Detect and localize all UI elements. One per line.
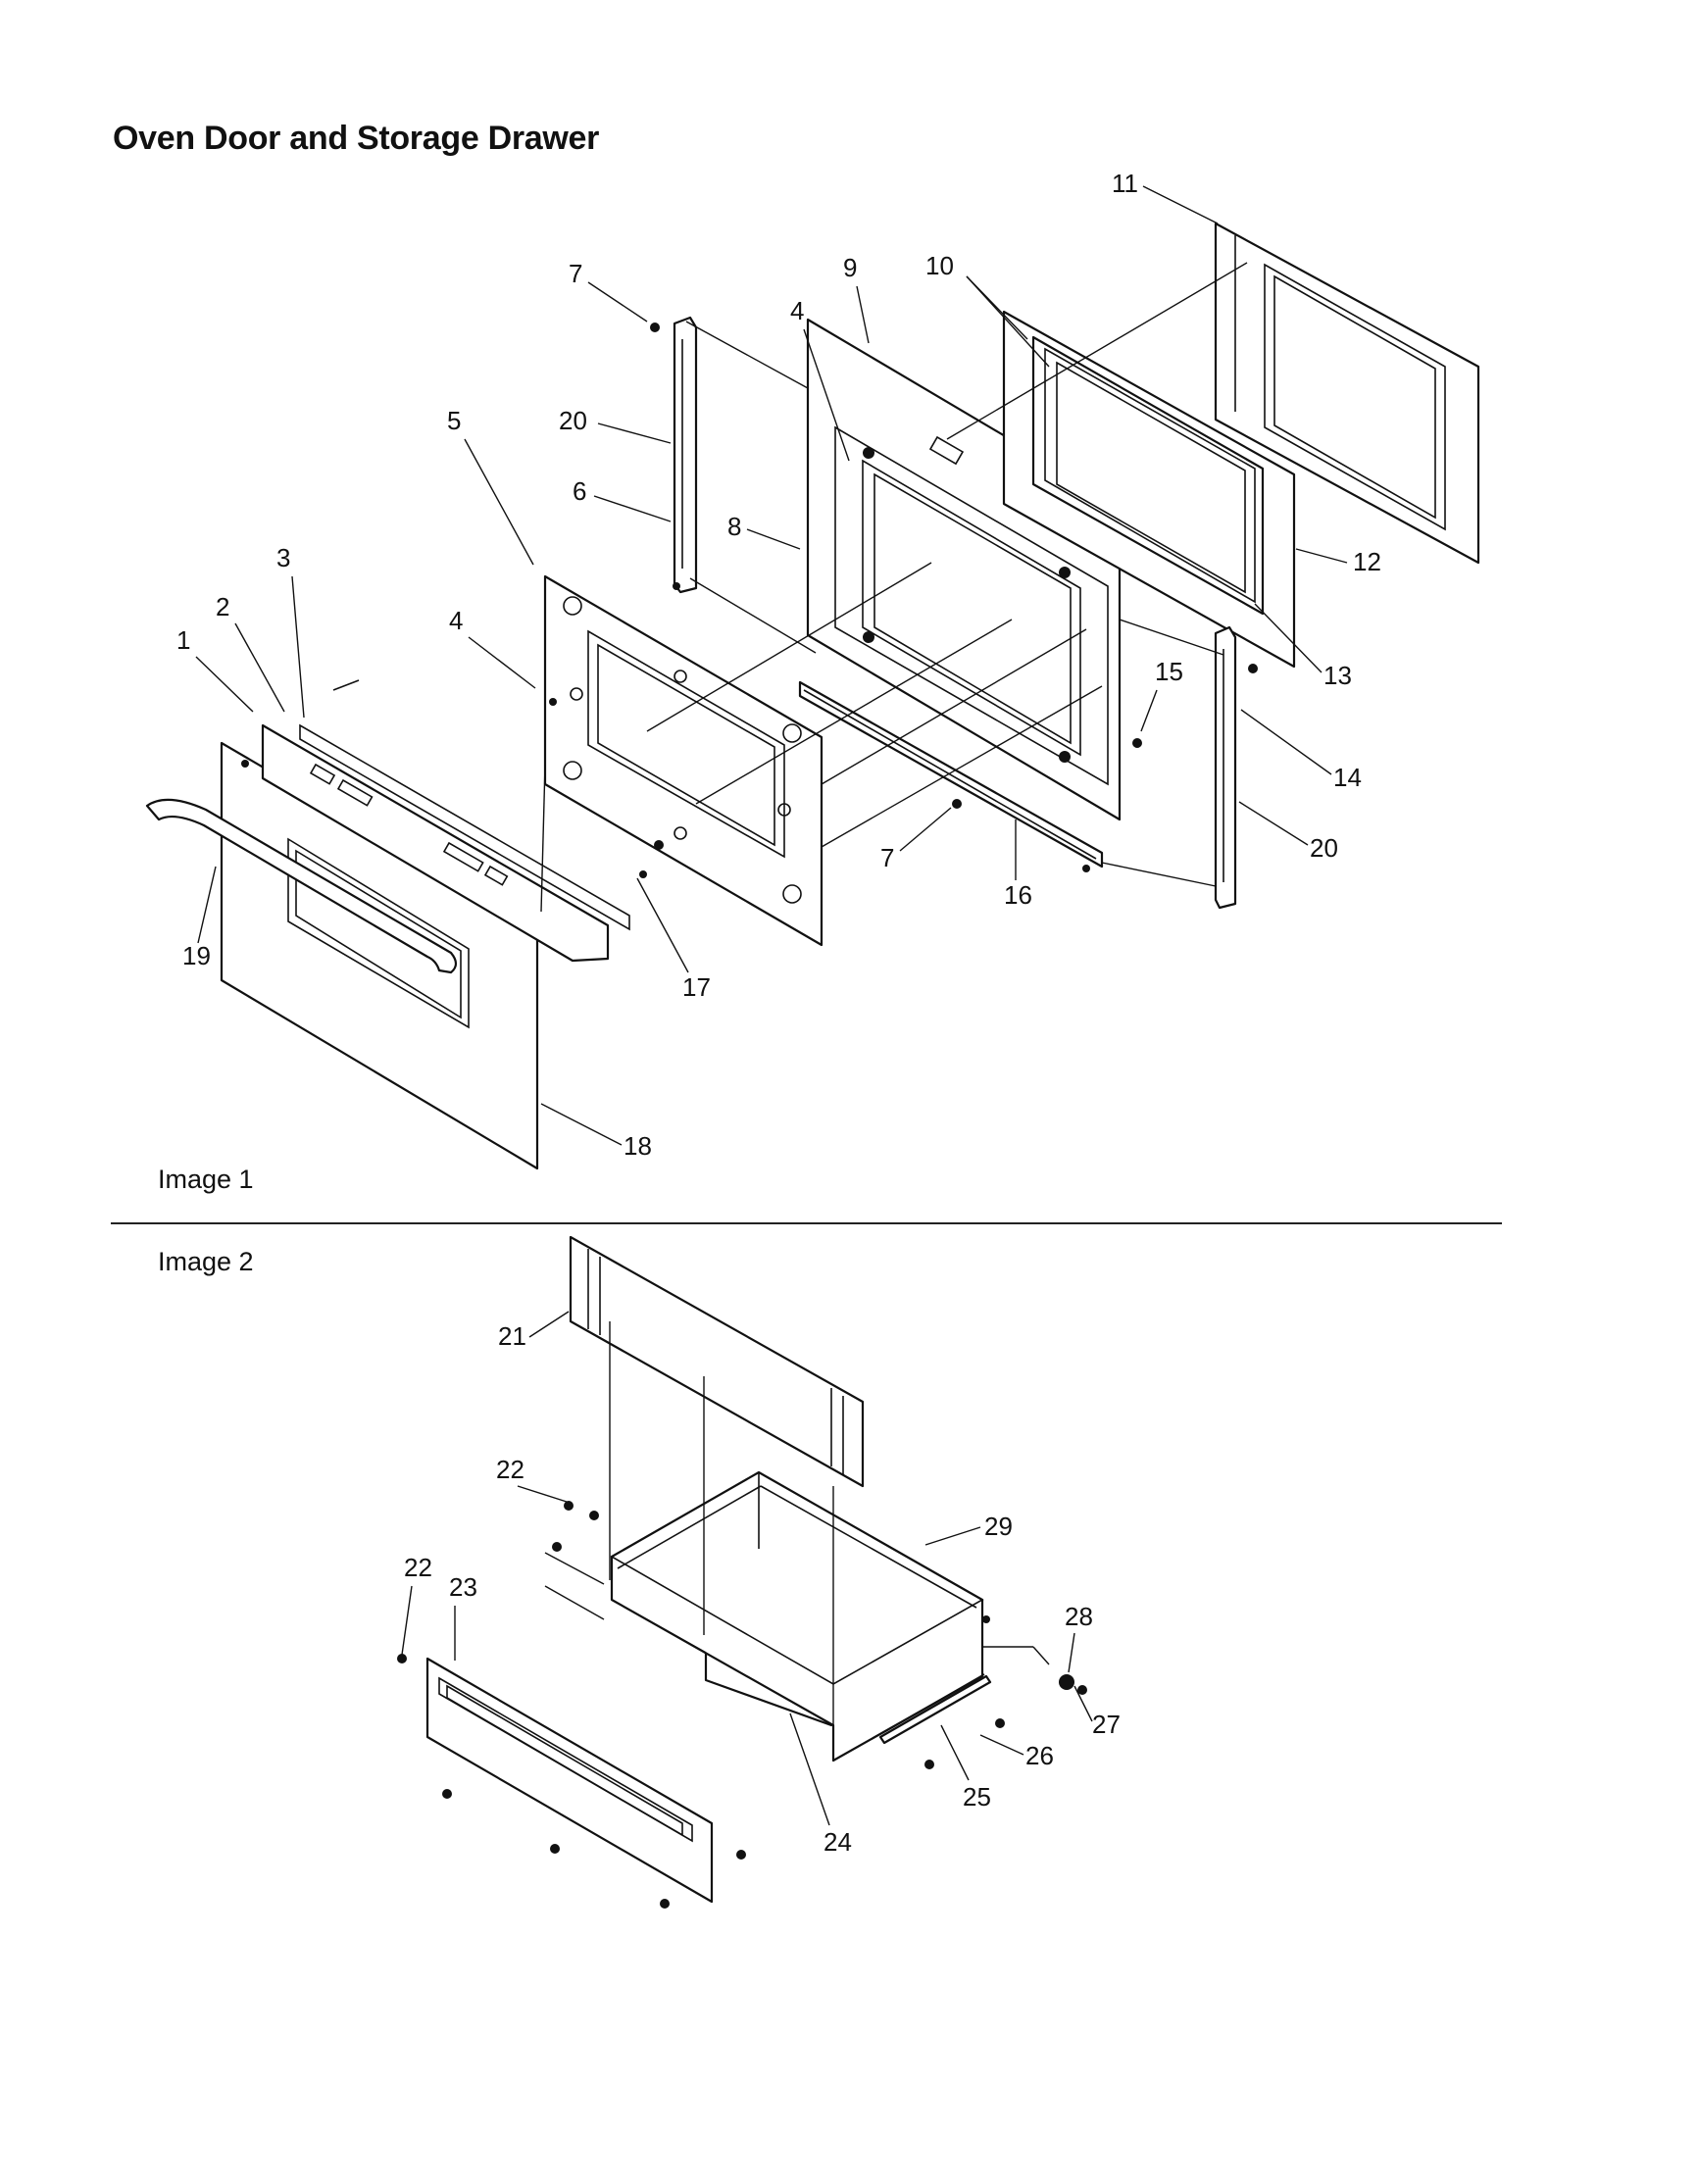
- svg-text:5: 5: [447, 406, 461, 435]
- svg-text:13: 13: [1323, 661, 1352, 690]
- svg-text:8: 8: [727, 512, 741, 541]
- svg-text:3: 3: [276, 543, 290, 572]
- drawer-front: [425, 1657, 714, 1904]
- callout-16: 16: [1004, 819, 1032, 910]
- callout-8: 8: [727, 512, 801, 550]
- callout-20-right: 20: [1238, 801, 1338, 863]
- callout-21: 21: [498, 1311, 570, 1351]
- callout-14: 14: [1240, 709, 1362, 792]
- right-hinge-bracket: [1214, 625, 1237, 910]
- svg-text:2: 2: [216, 592, 229, 621]
- callout-3: 3: [276, 543, 305, 719]
- svg-text:20: 20: [559, 406, 587, 435]
- svg-text:10: 10: [925, 251, 954, 280]
- svg-text:28: 28: [1065, 1602, 1093, 1631]
- callout-5: 5: [447, 406, 534, 566]
- callout-1: 1: [176, 625, 254, 713]
- svg-text:27: 27: [1092, 1710, 1121, 1739]
- svg-text:20: 20: [1310, 833, 1338, 863]
- svg-text:22: 22: [496, 1455, 524, 1484]
- callout-7-bottom: 7: [880, 807, 952, 872]
- svg-text:23: 23: [449, 1572, 477, 1602]
- drawer-screws: [397, 1501, 1087, 1909]
- callout-29: 29: [924, 1512, 1013, 1546]
- callout-22-left: 22: [401, 1553, 432, 1656]
- callout-4-right: 4: [790, 296, 850, 462]
- callout-13: 13: [1254, 603, 1352, 690]
- svg-text:21: 21: [498, 1321, 526, 1351]
- callout-7-top: 7: [569, 259, 648, 323]
- svg-text:16: 16: [1004, 880, 1032, 910]
- callout-2: 2: [216, 592, 285, 713]
- drawer-guide-lines: [544, 1321, 1050, 1725]
- assembly-guide-lines: [540, 262, 1248, 913]
- callout-20-left: 20: [559, 406, 672, 444]
- svg-text:19: 19: [182, 941, 211, 970]
- window-glass-pack: [1002, 310, 1296, 669]
- svg-text:14: 14: [1333, 763, 1362, 792]
- svg-text:1: 1: [176, 625, 190, 655]
- svg-text:4: 4: [790, 296, 804, 325]
- vent-trim: [261, 679, 630, 963]
- rear-door-liner: [1214, 222, 1480, 565]
- callout-27: 27: [1073, 1685, 1121, 1739]
- callout-9: 9: [843, 253, 870, 344]
- svg-text:4: 4: [449, 606, 463, 635]
- svg-text:29: 29: [984, 1512, 1013, 1541]
- door-handle: [145, 798, 458, 974]
- callout-4-left: 4: [449, 606, 536, 689]
- svg-text:11: 11: [1112, 169, 1138, 198]
- callout-10: 10: [925, 251, 1050, 368]
- svg-text:17: 17: [682, 972, 711, 1002]
- svg-text:12: 12: [1353, 547, 1381, 576]
- image-1-label: Image 1: [158, 1165, 254, 1194]
- svg-text:24: 24: [824, 1827, 852, 1857]
- svg-text:25: 25: [963, 1782, 991, 1812]
- section-divider: [111, 1222, 1502, 1224]
- callout-11: 11: [1112, 169, 1219, 224]
- screw-set: [549, 323, 1258, 878]
- callout-26: 26: [979, 1734, 1054, 1770]
- callout-24: 24: [789, 1712, 852, 1857]
- svg-text:7: 7: [569, 259, 582, 288]
- callout-23: 23: [449, 1572, 477, 1661]
- callout-25: 25: [940, 1724, 991, 1812]
- callout-12: 12: [1295, 547, 1381, 576]
- drawer-slide: [878, 1673, 992, 1745]
- callout-15: 15: [1140, 657, 1183, 732]
- image-2-label: Image 2: [158, 1247, 254, 1276]
- door-insulation-panel: [543, 574, 824, 947]
- svg-text:18: 18: [624, 1131, 652, 1161]
- callout-17: 17: [636, 877, 711, 1002]
- svg-text:6: 6: [573, 476, 586, 506]
- svg-text:7: 7: [880, 843, 894, 872]
- callout-19: 19: [182, 866, 217, 970]
- svg-text:22: 22: [404, 1553, 432, 1582]
- left-hinge-bracket: [673, 316, 698, 594]
- callout-18: 18: [540, 1103, 652, 1161]
- callout-28: 28: [1065, 1602, 1093, 1673]
- drawer-rear-panel: [569, 1235, 865, 1488]
- page-title: Oven Door and Storage Drawer: [113, 120, 600, 157]
- svg-text:9: 9: [843, 253, 857, 282]
- svg-text:26: 26: [1025, 1741, 1054, 1770]
- callout-6: 6: [573, 476, 672, 522]
- bottom-channel: [798, 680, 1104, 869]
- svg-text:15: 15: [1155, 657, 1183, 686]
- callout-22-top: 22: [496, 1455, 568, 1503]
